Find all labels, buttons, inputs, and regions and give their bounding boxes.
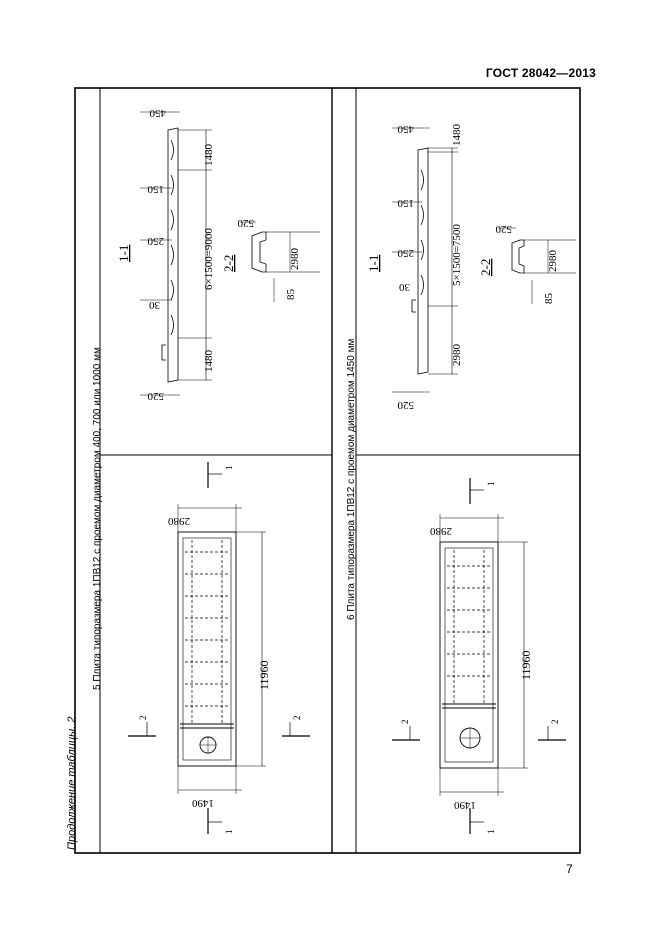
cut-2-left-6: 2 <box>400 720 410 725</box>
dim-length-5: 11960 <box>257 660 271 690</box>
label-1-1-6: 1-1 <box>366 255 381 272</box>
plan-view-6 <box>392 478 566 834</box>
dim-250-6: 250 <box>397 247 414 259</box>
dim-width-bottom-5: 1490 <box>192 797 215 809</box>
section-1-1-5 <box>140 111 212 396</box>
cut-2-right-5: 2 <box>292 716 302 721</box>
dim-150-5: 150 <box>147 183 164 195</box>
dim-520-s22-5: 520 <box>237 217 254 229</box>
dim-150-6: 150 <box>397 197 414 209</box>
dim-520-s22-6: 520 <box>495 223 512 235</box>
dim-span-5: 6×1500=9000 <box>203 228 215 290</box>
cut-1-bottom-6: 1 <box>486 830 496 835</box>
dim-2980-6: 2980 <box>451 344 463 367</box>
label-2-2-5: 2-2 <box>221 255 236 272</box>
dim-450-5: 450 <box>149 107 166 119</box>
cut-1-top-5: 1 <box>224 466 234 471</box>
dim-520-6: 520 <box>397 399 414 411</box>
dim-30-6: 30 <box>399 281 411 293</box>
dim-width-top-5: 2980 <box>168 515 191 527</box>
dim-1480-6: 1480 <box>451 124 463 147</box>
dim-width-top-6: 2980 <box>430 525 453 537</box>
cut-1-bottom-5: 1 <box>224 830 234 835</box>
row-6-caption: 6 Плита типоразмера 1ПВ12 с проемом диам… <box>346 338 357 620</box>
dim-1480b-5: 1480 <box>203 350 215 373</box>
dim-1480a-5: 1480 <box>203 144 215 167</box>
plan-view-5 <box>128 462 310 834</box>
dim-30-5: 30 <box>149 299 161 311</box>
section-2-2-5 <box>240 221 320 302</box>
label-1-1-5: 1-1 <box>116 245 131 262</box>
dim-length-6: 11960 <box>519 650 533 680</box>
dim-2980-s22-5: 2980 <box>289 248 301 271</box>
dim-span-6: 5×1500=7500 <box>451 224 463 286</box>
page-number: 7 <box>566 862 573 876</box>
dim-450-6: 450 <box>397 123 414 135</box>
dim-250-5: 250 <box>147 235 164 247</box>
dim-520-5: 520 <box>147 390 164 402</box>
dim-width-bottom-6: 1490 <box>454 799 477 811</box>
table-frame <box>74 87 581 854</box>
label-2-2-6: 2-2 <box>478 259 493 276</box>
dim-2980-s22-6: 2980 <box>547 250 559 273</box>
section-2-2-6 <box>498 227 576 304</box>
dim-85-s22-6: 85 <box>543 293 555 305</box>
row-5-caption: 5 Плита типоразмера 1ПВ12 с проемом диам… <box>92 347 103 690</box>
section-1-1-6 <box>392 127 458 393</box>
cut-1-top-6: 1 <box>486 482 496 487</box>
cut-2-right-6: 2 <box>550 720 560 725</box>
dim-85-s22-5: 85 <box>285 289 297 301</box>
standard-header: ГОСТ 28042—2013 <box>485 66 596 80</box>
cut-2-left-5: 2 <box>138 716 148 721</box>
